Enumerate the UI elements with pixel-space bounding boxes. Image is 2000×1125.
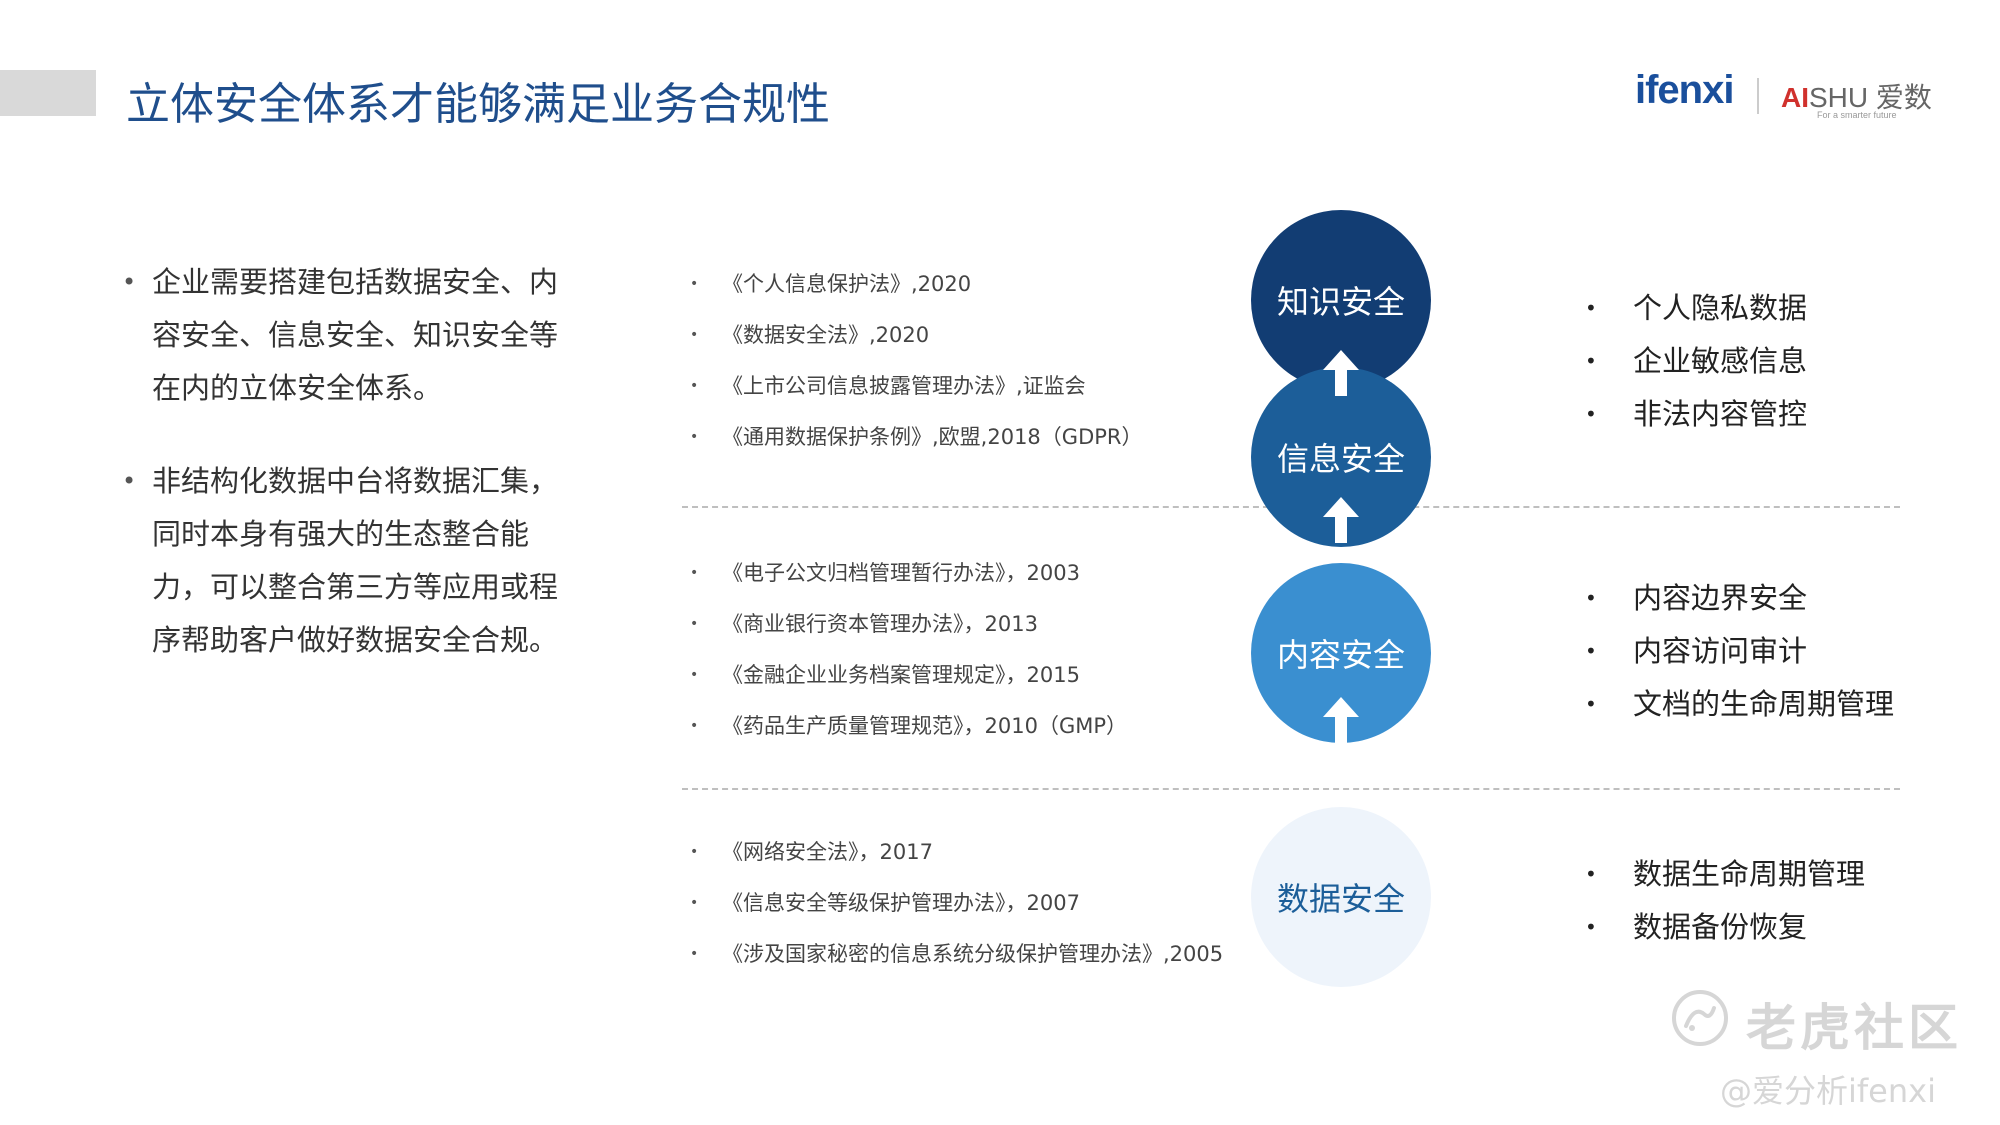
up-arrow-icon bbox=[1321, 697, 1361, 743]
bullet-icon: • bbox=[690, 378, 699, 394]
right-item: • 数据生命周期管理 bbox=[1585, 848, 1945, 901]
law-list-2: •《电子公文归档管理暂行办法》，2003 •《商业银行资本管理办法》，2013 … bbox=[690, 548, 1250, 752]
right-text: 内容边界安全 bbox=[1633, 581, 1808, 615]
bullet-icon: • bbox=[1585, 586, 1597, 610]
circle-label: 信息安全 bbox=[1276, 440, 1405, 478]
right-text: 非法内容管控 bbox=[1633, 397, 1808, 431]
bullet-icon: • bbox=[1585, 862, 1597, 886]
law-text: 《涉及国家秘密的信息系统分级保护管理办法》,2005 bbox=[722, 942, 1224, 966]
right-item: • 文档的生命周期管理 bbox=[1585, 678, 1945, 731]
law-item: • 《上市公司信息披露管理办法》,证监会 bbox=[690, 361, 1250, 412]
law-text: 《药品生产质量管理规范》，2010（GMP） bbox=[722, 714, 1127, 738]
bullet-icon: • bbox=[1585, 402, 1597, 426]
bullet-icon: • bbox=[1585, 639, 1597, 663]
watermark-handle: @爱分析ifenxi bbox=[1720, 1072, 1936, 1110]
summary-point: • 非结构化数据中台将数据汇集，同时本身有强大的生态整合能力，可以整合第三方等应… bbox=[122, 455, 562, 667]
bullet-icon: • bbox=[690, 844, 699, 860]
aishu-tagline: For a smarter future bbox=[1817, 110, 1897, 120]
right-text: 数据备份恢复 bbox=[1633, 910, 1808, 944]
circle-knowledge-security: 知识安全 bbox=[1251, 210, 1431, 390]
right-item: • 个人隐私数据 bbox=[1585, 282, 1945, 335]
bullet-icon: • bbox=[1585, 915, 1597, 939]
bullet-icon: • bbox=[690, 667, 699, 683]
summary-text: 非结构化数据中台将数据汇集，同时本身有强大的生态整合能力，可以整合第三方等应用或… bbox=[152, 464, 559, 657]
bullet-icon: • bbox=[690, 616, 699, 632]
law-text: 《网络安全法》，2017 bbox=[722, 840, 933, 864]
aishu-logo-ai: AI bbox=[1781, 82, 1809, 113]
bullet-icon: • bbox=[690, 565, 699, 581]
circle-label: 内容安全 bbox=[1276, 636, 1405, 674]
bullet-icon: • bbox=[122, 268, 137, 296]
law-text: 《金融企业业务档案管理规定》，2015 bbox=[722, 663, 1080, 687]
law-item: • 《金融企业业务档案管理规定》，2015 bbox=[690, 650, 1250, 701]
law-item: • 《涉及国家秘密的信息系统分级保护管理办法》,2005 bbox=[690, 929, 1250, 980]
law-item: • 《通用数据保护条例》,欧盟,2018（GDPR） bbox=[690, 412, 1250, 463]
bullet-icon: • bbox=[122, 467, 137, 495]
right-text: 数据生命周期管理 bbox=[1633, 857, 1866, 891]
law-item: • 《电子公文归档管理暂行办法》，2003 bbox=[690, 548, 1250, 599]
up-arrow-icon bbox=[1321, 350, 1361, 396]
right-text: 企业敏感信息 bbox=[1633, 344, 1808, 378]
circle-label: 知识安全 bbox=[1276, 283, 1405, 321]
law-text: 《商业银行资本管理办法》，2013 bbox=[722, 612, 1038, 636]
right-text: 个人隐私数据 bbox=[1633, 291, 1808, 325]
circle-info-security: 信息安全 bbox=[1251, 367, 1431, 547]
circle-data-security: 数据安全 bbox=[1251, 807, 1431, 987]
law-item: • 《药品生产质量管理规范》，2010（GMP） bbox=[690, 701, 1250, 752]
law-item: • 《信息安全等级保护管理办法》，2007 bbox=[690, 878, 1250, 929]
up-arrow-icon bbox=[1321, 497, 1361, 543]
law-item: • 《个人信息保护法》,2020 bbox=[690, 259, 1250, 310]
summary-text: 企业需要搭建包括数据安全、内容安全、信息安全、知识安全等在内的立体安全体系。 bbox=[152, 265, 559, 405]
law-item: • 《数据安全法》,2020 bbox=[690, 310, 1250, 361]
circle-label: 数据安全 bbox=[1276, 880, 1405, 918]
right-item: • 内容访问审计 bbox=[1585, 625, 1945, 678]
aishu-logo: AISHU 爱数 bbox=[1781, 76, 1932, 116]
brand-logos: ifenxi AISHU 爱数 For a smarter future bbox=[1635, 68, 1975, 128]
right-text: 内容访问审计 bbox=[1633, 634, 1808, 668]
law-text: 《通用数据保护条例》,欧盟,2018（GDPR） bbox=[722, 425, 1143, 449]
right-text: 文档的生命周期管理 bbox=[1633, 687, 1895, 721]
bullet-icon: • bbox=[690, 276, 699, 292]
bullet-icon: • bbox=[690, 327, 699, 343]
tiger-community-logo-icon bbox=[1670, 988, 1730, 1048]
law-text: 《数据安全法》,2020 bbox=[722, 323, 930, 347]
ifenxi-logo: ifenxi bbox=[1635, 68, 1734, 112]
bullet-icon: • bbox=[690, 429, 699, 445]
bullet-icon: • bbox=[690, 895, 699, 911]
law-text: 《个人信息保护法》,2020 bbox=[722, 272, 972, 296]
right-list-1: • 个人隐私数据 • 企业敏感信息 • 非法内容管控 bbox=[1585, 282, 1945, 441]
bullet-icon: • bbox=[690, 718, 699, 734]
summary-point: • 企业需要搭建包括数据安全、内容安全、信息安全、知识安全等在内的立体安全体系。 bbox=[122, 256, 562, 415]
right-item: • 数据备份恢复 bbox=[1585, 901, 1945, 954]
right-item: • 企业敏感信息 bbox=[1585, 335, 1945, 388]
watermark-text: 老虎社区 bbox=[1746, 999, 1962, 1057]
right-item: • 内容边界安全 bbox=[1585, 572, 1945, 625]
title-accent-bar bbox=[0, 70, 96, 116]
watermark: 老虎社区 @爱分析ifenxi bbox=[1670, 988, 1970, 1110]
law-item: • 《商业银行资本管理办法》，2013 bbox=[690, 599, 1250, 650]
page-title: 立体安全体系才能够满足业务合规性 bbox=[126, 79, 830, 130]
law-list-3: • 《网络安全法》，2017 • 《信息安全等级保护管理办法》，2007 • 《涉及国… bbox=[690, 827, 1250, 980]
law-text: 《上市公司信息披露管理办法》,证监会 bbox=[722, 374, 1086, 398]
divider-dashed-2 bbox=[682, 788, 1900, 790]
bullet-icon: • bbox=[1585, 296, 1597, 320]
law-list-1: • 《个人信息保护法》,2020 • 《数据安全法》,2020 • 《上市公司信息披露… bbox=[690, 259, 1250, 463]
bullet-icon: • bbox=[690, 946, 699, 962]
left-summary: • 企业需要搭建包括数据安全、内容安全、信息安全、知识安全等在内的立体安全体系。… bbox=[122, 256, 562, 707]
right-item: • 非法内容管控 bbox=[1585, 388, 1945, 441]
law-text: 《信息安全等级保护管理办法》，2007 bbox=[722, 891, 1080, 915]
logo-divider bbox=[1757, 78, 1759, 114]
law-item: • 《网络安全法》，2017 bbox=[690, 827, 1250, 878]
aishu-logo-shu: SHU 爱数 bbox=[1809, 82, 1932, 113]
right-list-2: • 内容边界安全 • 内容访问审计 • 文档的生命周期管理 bbox=[1585, 572, 1945, 731]
right-list-3: • 数据生命周期管理 • 数据备份恢复 bbox=[1585, 848, 1945, 954]
law-text: 《电子公文归档管理暂行办法》，2003 bbox=[722, 561, 1080, 585]
bullet-icon: • bbox=[1585, 692, 1597, 716]
bullet-icon: • bbox=[1585, 349, 1597, 373]
